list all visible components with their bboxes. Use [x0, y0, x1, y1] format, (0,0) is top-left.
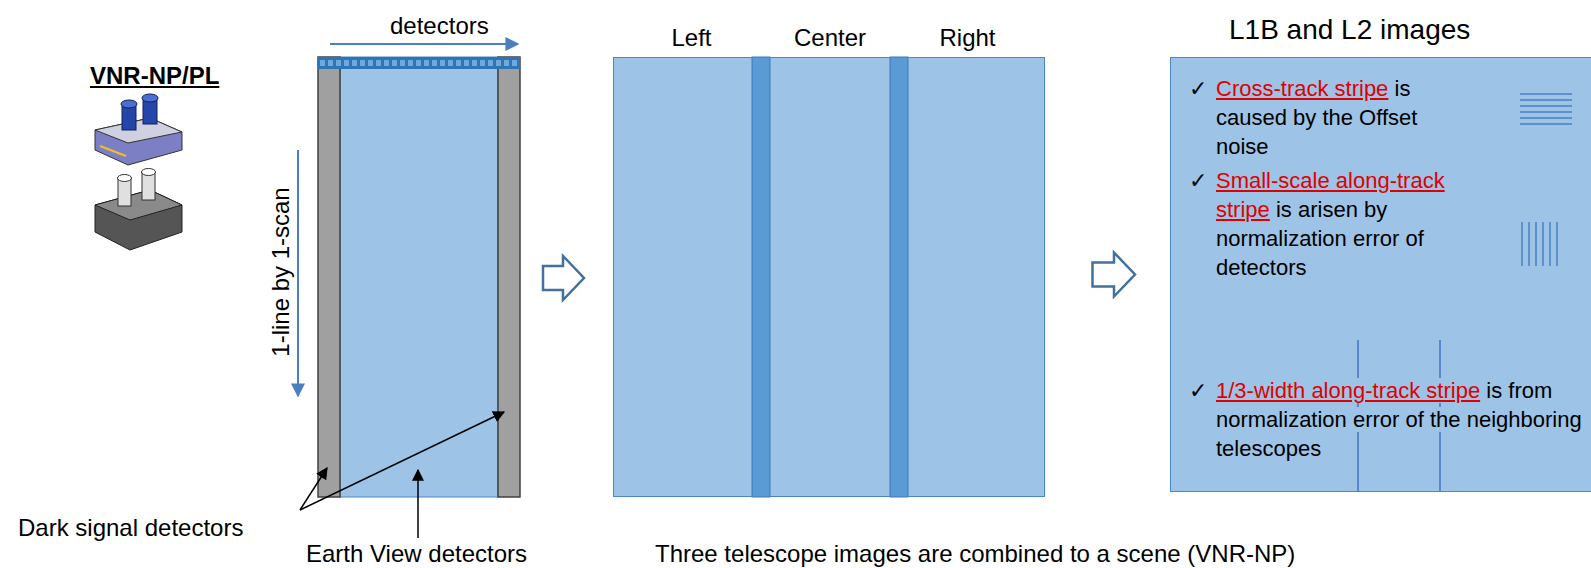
detector-tile	[456, 60, 461, 66]
result-panel-fill	[1170, 57, 1591, 492]
telescope-panel: Right	[890, 57, 1045, 497]
detector-tile	[424, 60, 429, 66]
instrument-name: VNR-NP/PL	[90, 62, 219, 90]
panel-heading: Right	[891, 24, 1044, 52]
bullet-item: ✓Cross-track stripeis caused by the Offs…	[1189, 74, 1461, 161]
detector-tile	[328, 60, 333, 66]
detector-tile	[408, 60, 413, 66]
detector-tile	[480, 60, 485, 66]
detector-tile	[512, 60, 517, 66]
detector-tile	[432, 60, 437, 66]
cross-track-stripe-icon	[1520, 94, 1572, 124]
block-arrow	[1093, 253, 1136, 297]
detector-tile	[472, 60, 477, 66]
leader-arrow	[417, 470, 419, 538]
leader-arrow	[300, 412, 504, 510]
callout-label: Earth View detectors	[306, 540, 527, 568]
detector-tile	[416, 60, 421, 66]
callout-label: Dark signal detectors	[18, 514, 243, 542]
telescope-fills	[613, 57, 1045, 497]
detector-tile	[464, 60, 469, 66]
detector-axis-arrow	[330, 43, 518, 45]
instrument-icon	[95, 94, 182, 165]
scan-axis-arrow	[297, 150, 299, 396]
detector-tile	[400, 60, 405, 66]
detector-tile	[344, 60, 349, 66]
detector-tile	[384, 60, 389, 66]
detector-tile	[320, 60, 325, 66]
detector-tile	[488, 60, 493, 66]
stripe-term: 1/3-width along-track stripe	[1216, 378, 1480, 403]
detector-tile	[496, 60, 501, 66]
telescope-panel: Center	[752, 57, 908, 497]
stripe-term: Cross-track stripe	[1216, 76, 1388, 101]
result-panel: L1B and L2 images✓Cross-track stripeis c…	[1170, 57, 1591, 492]
detector-tile	[504, 60, 509, 66]
detector-tile	[336, 60, 341, 66]
telescope-panel: Left	[613, 57, 770, 497]
bullet-item: ✓Small-scale along-track stripeis arisen…	[1189, 166, 1461, 282]
detector-tile	[440, 60, 445, 66]
check-mark: ✓	[1189, 74, 1207, 103]
along-track-stripe-icon	[1522, 222, 1557, 266]
detector-tile	[376, 60, 381, 66]
instrument-icon	[95, 169, 182, 251]
axis-label: 1-line by 1-scan	[267, 187, 295, 356]
detector-tile	[368, 60, 373, 66]
detector-tile	[448, 60, 453, 66]
check-mark: ✓	[1189, 166, 1207, 195]
panel-heading: Center	[753, 24, 907, 52]
detector-tile	[360, 60, 365, 66]
detector-tile	[392, 60, 397, 66]
bullet-item: ✓1/3-width along-track stripeis from nor…	[1189, 376, 1591, 463]
block-arrow	[543, 256, 584, 300]
caption-note: Three telescope images are combined to a…	[655, 540, 1295, 568]
detector-array	[318, 57, 520, 497]
panel-heading: Left	[614, 24, 769, 52]
detector-tile	[352, 60, 357, 66]
panel-heading: L1B and L2 images	[1229, 14, 1470, 46]
check-mark: ✓	[1189, 376, 1207, 405]
axis-label: detectors	[390, 12, 489, 40]
